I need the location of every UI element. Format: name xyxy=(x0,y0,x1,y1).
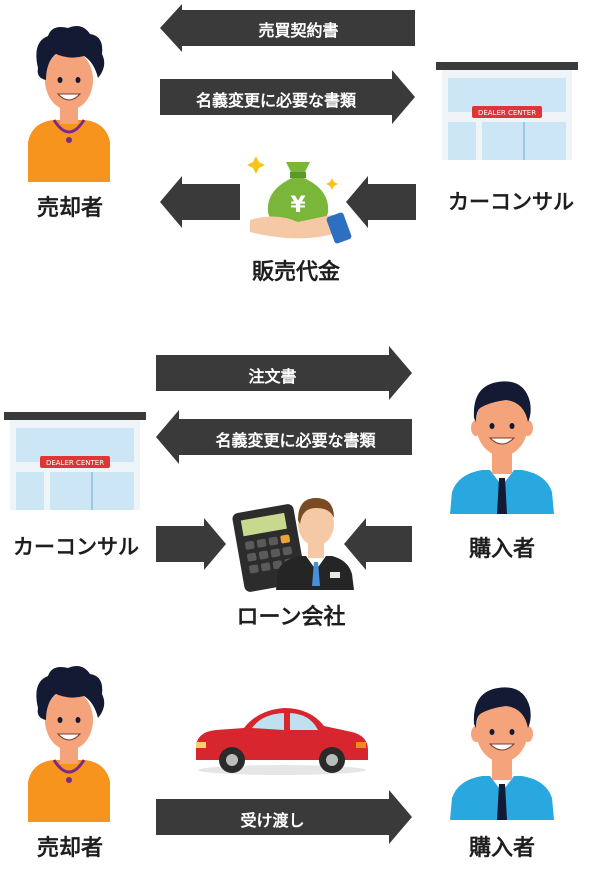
arrow-delivery-label: 受け渡し xyxy=(240,811,305,830)
consultant-label-middle: カーコンサル xyxy=(13,535,139,559)
dealer-center-icon-2: DEALER CENTER xyxy=(4,412,146,510)
arrow-transfer-documents-label: 名義変更に必要な書類 xyxy=(195,91,356,110)
arrow-transfer-documents-2-label: 名義変更に必要な書類 xyxy=(215,431,376,450)
buyer-person-icon xyxy=(450,381,554,514)
money-bag-hand-icon: ¥ xyxy=(247,156,352,244)
payment-label: 販売代金 xyxy=(251,260,340,285)
loan-company-label: ローン会社 xyxy=(236,605,346,630)
arrow-buyer-to-loan xyxy=(344,518,412,570)
car-icon xyxy=(196,708,368,775)
yen-symbol: ¥ xyxy=(290,193,306,218)
buyer-label-middle: 購入者 xyxy=(468,537,535,562)
buyer-label-bottom: 購入者 xyxy=(468,836,535,861)
buyer-person-icon-2 xyxy=(450,687,554,820)
arrow-payment-to-seller xyxy=(160,176,240,228)
arrow-order xyxy=(156,346,412,400)
arrow-contract-label: 売買契約書 xyxy=(258,21,339,40)
loan-company-icon xyxy=(232,498,354,592)
arrow-delivery xyxy=(156,790,412,844)
arrow-payment-from-consultant xyxy=(346,176,416,228)
seller-label: 売却者 xyxy=(36,196,103,221)
arrow-consultant-to-loan xyxy=(156,518,226,570)
arrow-contract xyxy=(160,4,415,52)
seller-label-bottom: 売却者 xyxy=(36,836,103,861)
dealer-center-icon: DEALER CENTER xyxy=(436,62,578,160)
arrow-transfer-documents-2 xyxy=(156,410,412,464)
arrow-order-label: 注文書 xyxy=(248,367,297,386)
consultant-label-top: カーコンサル xyxy=(448,190,574,214)
arrow-transfer-documents xyxy=(160,70,415,124)
dealer-sign-text: DEALER CENTER xyxy=(478,109,536,117)
seller-person-icon-2 xyxy=(28,666,110,822)
seller-person-icon xyxy=(28,26,110,182)
dealer-sign-text-2: DEALER CENTER xyxy=(46,459,104,467)
